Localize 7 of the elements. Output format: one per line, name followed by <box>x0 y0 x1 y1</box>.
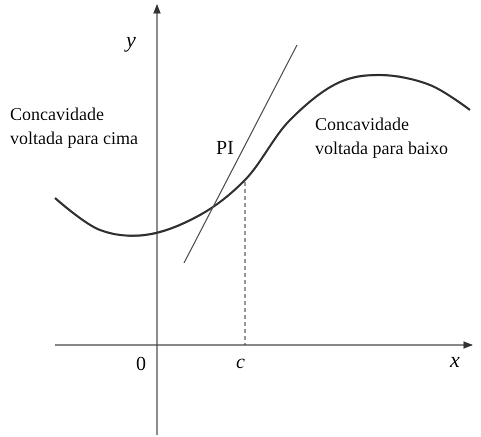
tick-label: c <box>236 350 245 374</box>
annotation-text: Concavidade voltada para baixo <box>315 113 449 160</box>
annotation-text: Concavidade voltada para cima <box>10 103 139 150</box>
axis-label: x <box>450 348 460 372</box>
axis-label: y <box>126 28 136 52</box>
point-label: PI <box>216 136 234 160</box>
origin-label: 0 <box>136 352 146 376</box>
